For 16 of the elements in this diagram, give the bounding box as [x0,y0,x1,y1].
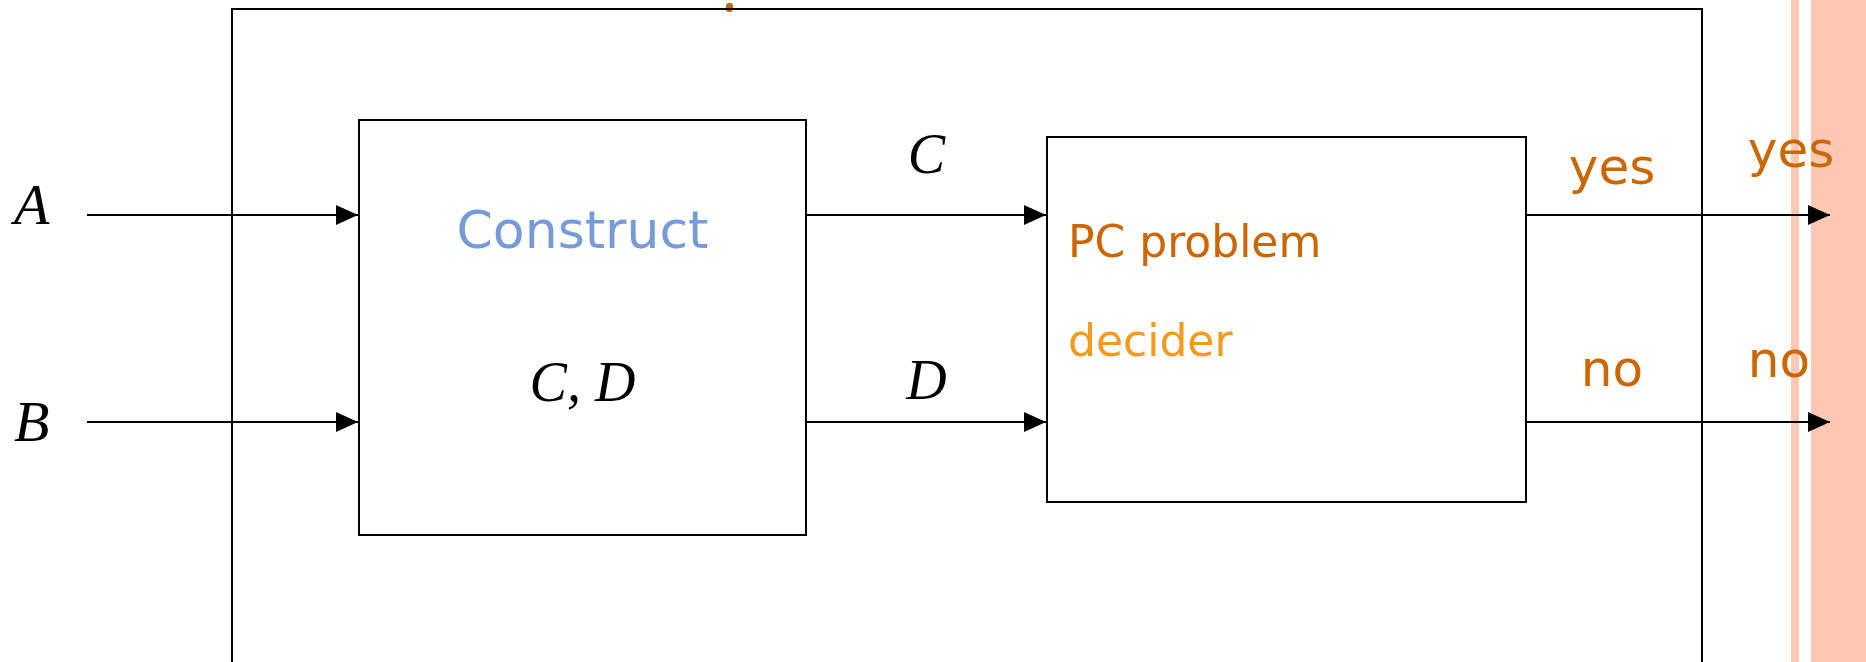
arrow [86,412,359,432]
arrow [806,205,1047,225]
arrow [1526,205,1831,225]
enclosing-box [231,8,1703,662]
output-label: C, D [529,350,636,416]
arrow [806,412,1047,432]
process-box [1046,136,1527,503]
variable-label: B [14,388,50,456]
output-label: yes [1746,122,1836,178]
box-subtitle: decider [1068,314,1233,368]
box-title: Construct [456,199,709,262]
process-box [358,119,807,536]
arrow [86,205,359,225]
box-title: PC problem [1068,216,1322,269]
output-label: no [1746,332,1812,388]
arrow [1526,412,1831,432]
